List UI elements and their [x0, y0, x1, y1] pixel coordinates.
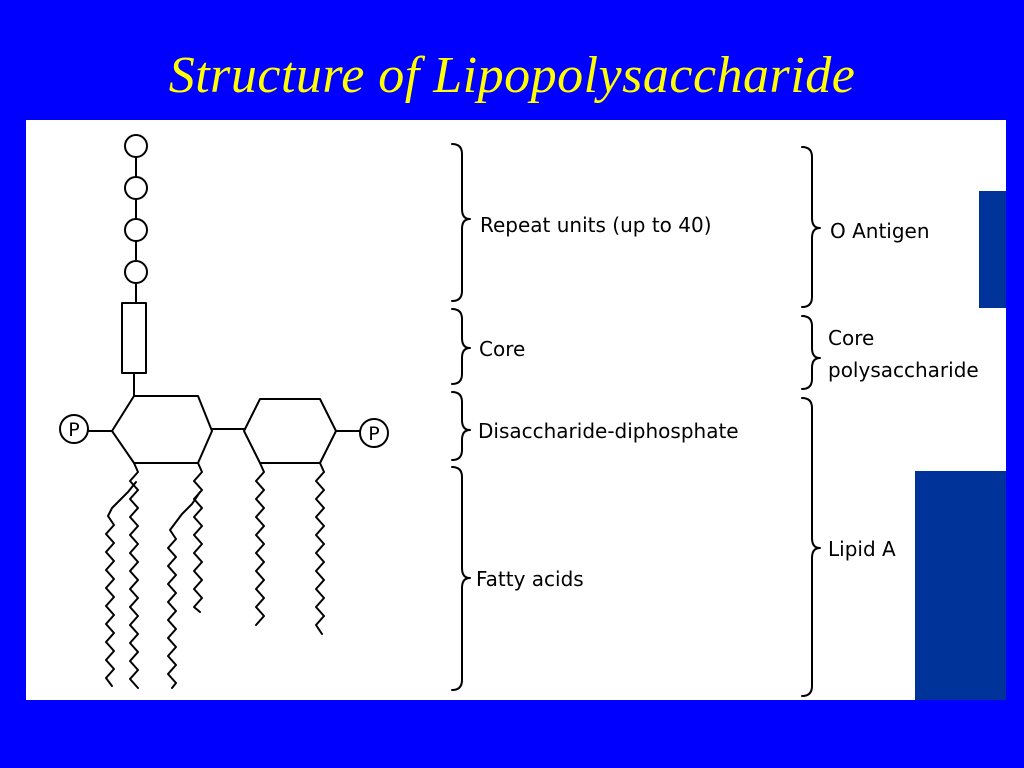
phosphate-circle-left [59, 414, 89, 444]
core-polysaccharide-brace [801, 315, 821, 390]
lipid-a-brace [801, 397, 821, 697]
glucosamine-hexagon-right [243, 398, 337, 464]
repeat-units-brace [451, 143, 471, 302]
core-rectangle [121, 302, 147, 374]
repeat-unit-circle [124, 218, 148, 242]
fatty-acid-chains [105, 462, 325, 689]
diagram-panel: P P Repeat units (up to 40) Core Disacch… [26, 120, 1006, 700]
fatty-acid-chain [129, 462, 139, 689]
slide-title: Structure of Lipopolysaccharide [168, 47, 856, 104]
component-label-lipid-a: Lipid A [828, 537, 896, 561]
accent-block-lower [915, 471, 1006, 700]
component-label-core-polysaccharide-line2: polysaccharide [828, 358, 979, 382]
repeat-unit-chain [124, 134, 148, 304]
fatty-acid-chain [167, 491, 201, 689]
fatty-acid-chain [315, 462, 325, 635]
disaccharide-brace [451, 391, 471, 461]
region-label-disaccharide-diphosphate: Disaccharide-diphosphate [478, 419, 739, 443]
phosphate-label-left: P [68, 419, 79, 441]
repeat-unit-circle [124, 134, 148, 158]
repeat-unit-circle [124, 176, 148, 200]
phosphate-circle-right [359, 418, 389, 448]
region-label-fatty-acids: Fatty acids [476, 567, 584, 591]
region-label-repeat-units: Repeat units (up to 40) [480, 213, 712, 237]
fatty-acid-chain [105, 481, 137, 687]
o-antigen-brace [801, 146, 821, 308]
repeat-unit-circle [124, 260, 148, 284]
fatty-acid-chain [255, 462, 265, 626]
component-label-core-polysaccharide-line1: Core [828, 326, 875, 350]
fatty-acid-chain [193, 462, 203, 613]
glucosamine-hexagon-left [111, 395, 213, 464]
phosphate-label-right: P [368, 423, 379, 445]
accent-block-upper [979, 191, 1006, 308]
fatty-acids-brace [451, 466, 471, 691]
lps-structure-diagram: P P [59, 134, 821, 697]
core-brace [451, 308, 471, 385]
component-label-o-antigen: O Antigen [830, 219, 930, 243]
region-label-core: Core [479, 337, 526, 361]
